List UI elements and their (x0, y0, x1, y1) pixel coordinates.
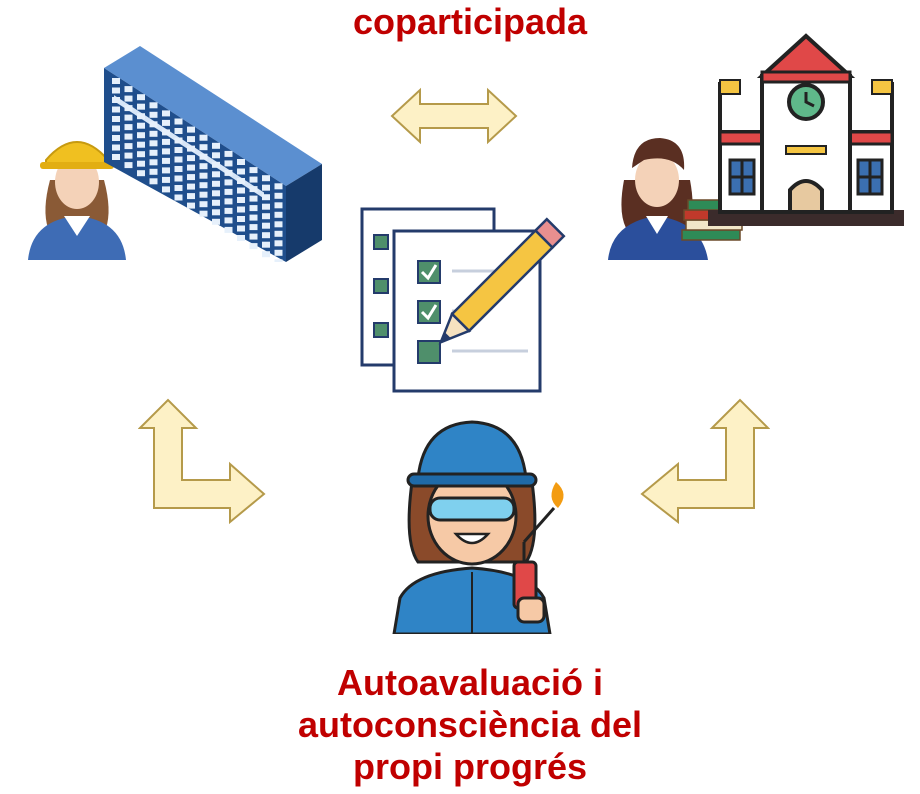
top-label: coparticipada (352, 1, 588, 42)
bottom-label-line-3: propi progrés (352, 746, 588, 787)
bottom-label-line-2: autoconsciència del (297, 704, 643, 745)
office-building-icon (104, 46, 322, 262)
school-building-icon (708, 33, 904, 226)
double-arrow-icon (390, 87, 518, 145)
elbow-arrow-left-icon (138, 398, 266, 524)
bottom-label-line-1: Autoavaluació i (336, 662, 604, 703)
elbow-arrow-right-icon (640, 398, 770, 524)
worker-woman-icon (28, 141, 126, 260)
teacher-woman-icon (608, 138, 743, 260)
checklist-pencil-icon (360, 207, 566, 393)
welder-student-icon (392, 420, 564, 634)
bottom-label: Autoavaluació i autoconsciència del prop… (240, 662, 700, 788)
